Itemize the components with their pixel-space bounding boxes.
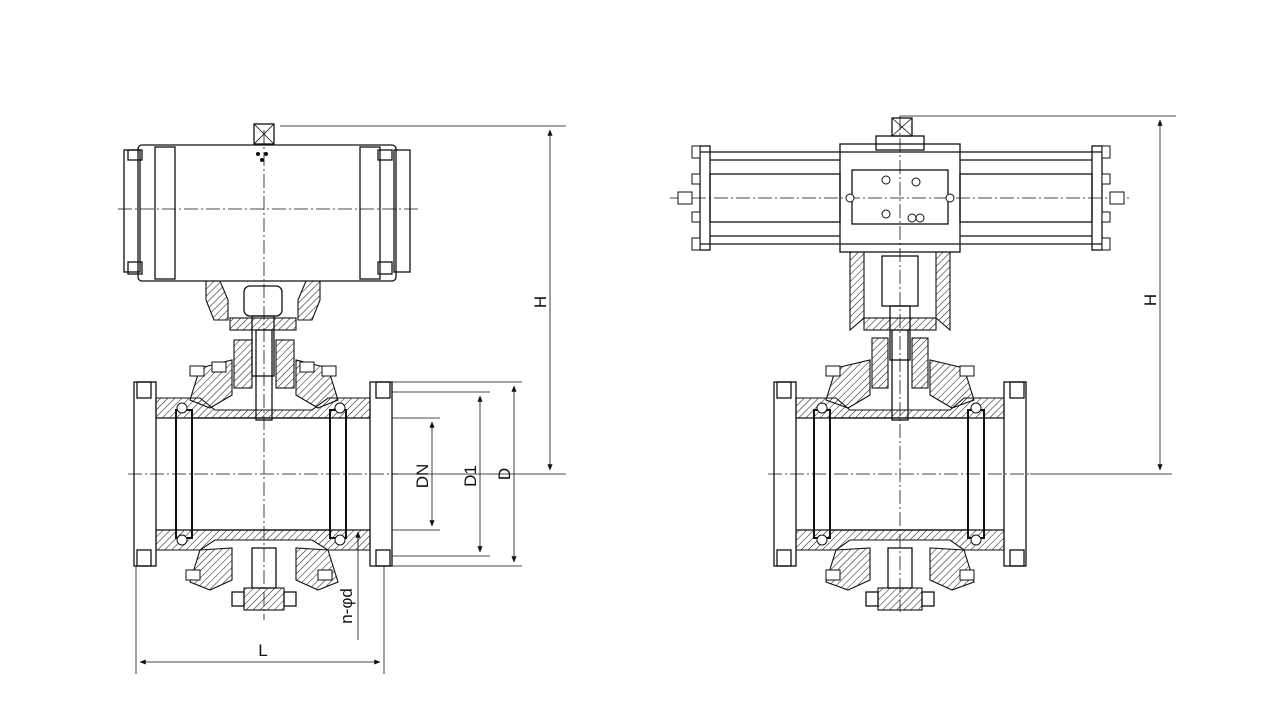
dim-label-d: D (495, 468, 514, 480)
left-lower-trunnion (185, 547, 339, 611)
right-upper-bonnet (825, 337, 975, 409)
right-valve-view: H (670, 115, 1176, 612)
right-lower-trunnion (825, 547, 975, 611)
dim-label-bolt-holes: n-φd (337, 588, 356, 624)
dim-label-dn: DN (413, 464, 432, 489)
right-dimensions (900, 115, 1176, 475)
left-body (128, 381, 398, 567)
dim-label-d1: D1 (461, 465, 480, 487)
left-upper-bonnet (189, 339, 339, 409)
dim-label-h-right: H (1141, 294, 1160, 306)
dim-label-h-left: H (531, 296, 550, 308)
right-bracket (849, 251, 951, 361)
left-bracket (205, 280, 321, 377)
left-stem (255, 329, 273, 421)
right-body (768, 381, 1032, 567)
right-actuator (670, 117, 1132, 253)
left-valve-view: H DN D1 D n-φd L (118, 123, 566, 674)
right-stem (891, 329, 909, 421)
dim-label-l: L (258, 641, 267, 660)
left-dimensions (135, 125, 566, 674)
left-actuator (118, 123, 418, 282)
